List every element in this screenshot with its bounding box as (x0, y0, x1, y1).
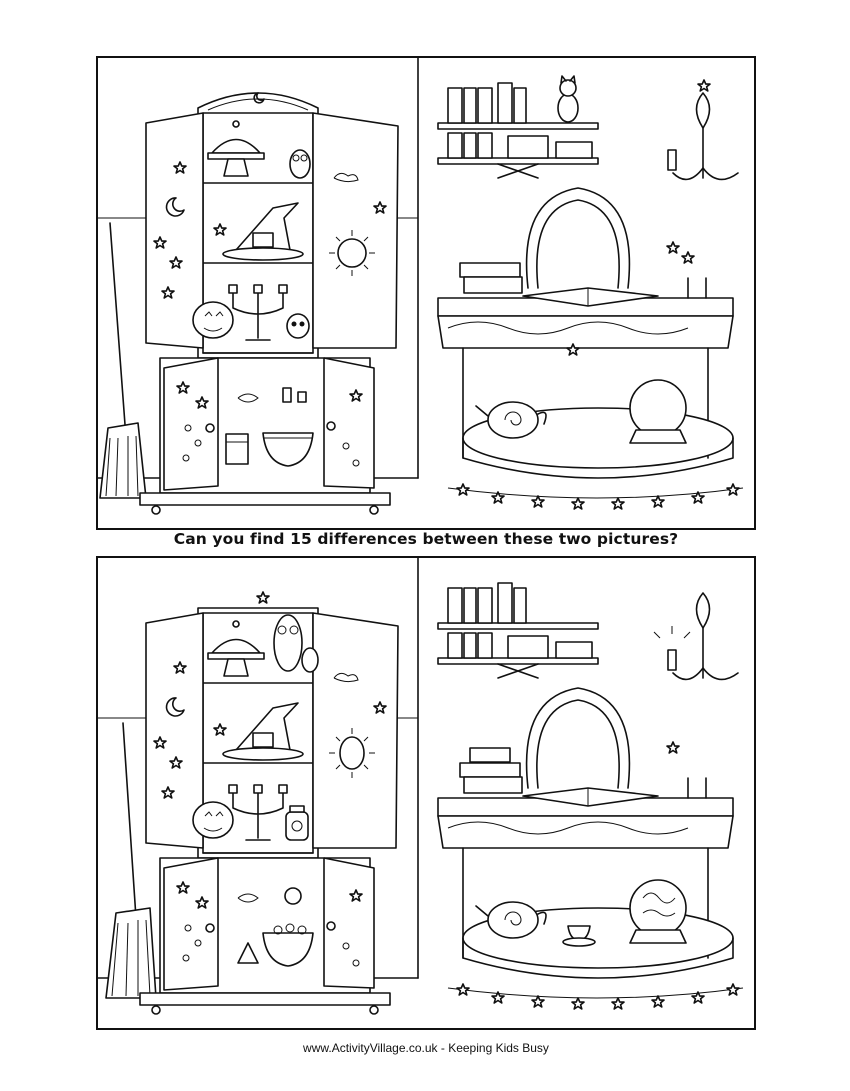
bowl (262, 923, 314, 967)
bowl (262, 432, 314, 467)
teacup (562, 925, 596, 947)
cake-stand (207, 620, 265, 677)
witch-hat (213, 702, 304, 761)
teapot (475, 901, 547, 939)
candelabra (228, 284, 288, 341)
bookshelf (437, 582, 599, 679)
crystal-ball (629, 379, 687, 444)
witch-hat (213, 202, 304, 261)
owl (273, 614, 319, 673)
table-with-open-book (437, 241, 734, 459)
bottom-picture (96, 556, 756, 1030)
wall-sconce (667, 79, 739, 181)
broom (105, 722, 157, 999)
top-scene (98, 58, 744, 515)
crystal-ball (629, 879, 687, 944)
star-garland (447, 483, 744, 510)
bottom-scene (98, 558, 744, 1015)
potion-jar (285, 805, 309, 841)
bottles (237, 887, 302, 964)
skull (286, 313, 310, 339)
broom (99, 222, 147, 499)
candelabra (228, 784, 288, 841)
top-picture (96, 56, 756, 530)
owl (289, 149, 311, 179)
instructions-text: Can you find 15 differences between thes… (173, 530, 679, 548)
chair (525, 187, 631, 289)
cat (557, 75, 579, 123)
teapot (475, 401, 547, 439)
pumpkin (192, 801, 234, 839)
star-garland (447, 983, 744, 1010)
wall-sconce (653, 592, 739, 681)
jar (225, 433, 249, 465)
pumpkin (192, 301, 234, 339)
chair (525, 687, 631, 789)
bottles (237, 387, 307, 403)
table-with-open-book (437, 741, 734, 959)
bookshelf (437, 82, 599, 179)
cake-stand (207, 120, 265, 177)
footer-credit: www.ActivityVillage.co.uk - Keeping Kids… (303, 1041, 549, 1055)
